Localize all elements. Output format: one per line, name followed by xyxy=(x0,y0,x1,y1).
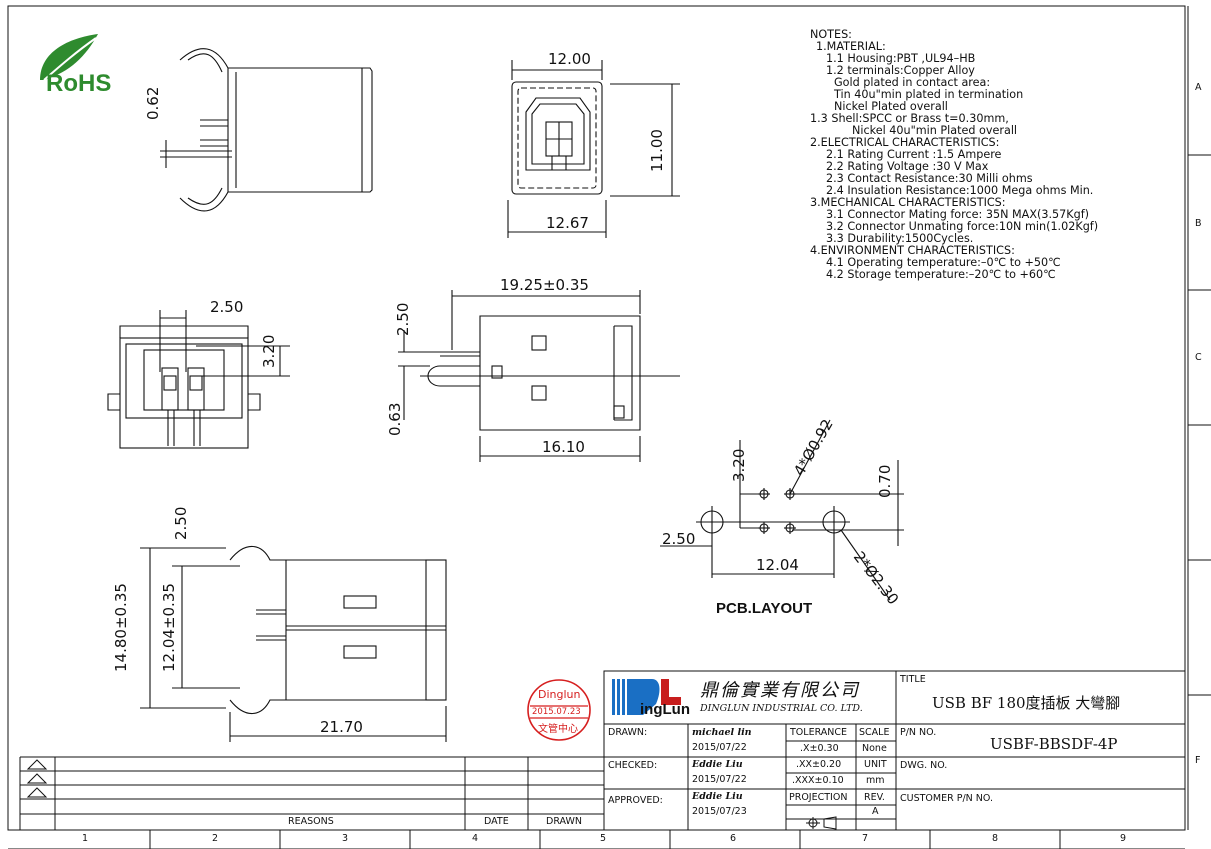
checked-name: Eddie Liu xyxy=(692,759,743,770)
grid-col-label: 2 xyxy=(212,833,219,844)
stamp-date: 2015.07.23 xyxy=(532,707,581,717)
stamp-name: Dinglun xyxy=(538,688,581,701)
note-line: 1.MATERIAL: xyxy=(816,40,886,53)
grid-col-label: 7 xyxy=(862,833,869,844)
approved-label: APPROVED: xyxy=(608,795,663,806)
dinglun-logo-icon xyxy=(612,679,681,715)
grid-col-label: 4 xyxy=(472,833,479,844)
note-line: 2.4 Insulation Resistance:1000 Mega ohms… xyxy=(826,184,1094,197)
note-line: 4.1 Operating temperature:–0℃ to +50℃ xyxy=(826,256,1061,269)
rev-drawn-header: DRAWN xyxy=(546,816,583,827)
note-line: 4.ENVIRONMENT CHARACTERISTICS: xyxy=(810,244,1015,257)
note-line: Gold plated in contact area: xyxy=(834,76,991,89)
dim-11-00: 11.00 xyxy=(648,129,666,172)
note-line: 4.2 Storage temperature:–20℃ to +60℃ xyxy=(826,268,1056,281)
drawn-label: DRAWN: xyxy=(608,727,648,738)
grid-row-label: F xyxy=(1195,755,1201,766)
approved-name: Eddie Liu xyxy=(692,791,743,802)
title-label: TITLE xyxy=(900,674,926,685)
dim-0-63: 0.63 xyxy=(386,402,404,436)
checked-label: CHECKED: xyxy=(608,760,658,771)
note-line: 3.MECHANICAL CHARACTERISTICS: xyxy=(810,196,1006,209)
dim-2-50-bottom: 2.50 xyxy=(172,506,190,540)
note-line: Nickel Plated overall xyxy=(834,100,948,113)
rev-value: A xyxy=(872,806,879,817)
tolerance-xx: .XX±0.20 xyxy=(796,759,842,770)
rev-label: REV. xyxy=(864,792,885,803)
dim-19-25: 19.25±0.35 xyxy=(500,276,589,294)
dim-2-50-side: 2.50 xyxy=(394,302,412,336)
pcb-layout-title: PCB.LAYOUT xyxy=(716,600,813,617)
rev-reasons-header: REASONS xyxy=(288,816,334,827)
stamp-dept: 文管中心 xyxy=(538,724,578,735)
dim-12-67: 12.67 xyxy=(546,214,589,232)
grid-col-label: 9 xyxy=(1120,833,1127,844)
drawn-date: 2015/07/22 xyxy=(692,742,747,753)
dim-0-62: 0.62 xyxy=(144,86,162,120)
checked-date: 2015/07/22 xyxy=(692,774,747,785)
note-line: 2.2 Rating Voltage :30 V Max xyxy=(826,160,989,173)
dim-2-50-front: 2.50 xyxy=(210,298,244,316)
note-line: 2.1 Rating Current :1.5 Ampere xyxy=(826,148,1002,161)
grid-col-label: 8 xyxy=(992,833,999,844)
note-line: 3.3 Durability:1500Cycles. xyxy=(826,232,974,245)
scale-value: None xyxy=(862,743,887,754)
customer-pn-label: CUSTOMER P/N NO. xyxy=(900,793,993,804)
projection-label: PROJECTION xyxy=(789,792,848,803)
approval-stamp xyxy=(527,679,591,741)
dim-21-70: 21.70 xyxy=(320,718,363,736)
note-line: 3.1 Connector Mating force: 35N MAX(3.57… xyxy=(826,208,1089,221)
rohs-logo: RoHS xyxy=(46,70,112,97)
dim-12-04-bottom: 12.04±0.35 xyxy=(160,583,178,672)
dim-14-80: 14.80±0.35 xyxy=(112,583,130,672)
scale-label: SCALE xyxy=(859,727,890,738)
dim-16-10: 16.10 xyxy=(542,438,585,456)
pcb-dim-0-70: 0.70 xyxy=(876,464,894,498)
title-value: USB BF 180度插板 大彎腳 xyxy=(932,694,1121,712)
grid-row-label: B xyxy=(1195,218,1202,229)
tolerance-x: .X±0.30 xyxy=(800,743,839,754)
approved-date: 2015/07/23 xyxy=(692,806,747,817)
grid-col-label: 1 xyxy=(82,833,89,844)
note-line: 3.2 Connector Unmating force:10N min(1.0… xyxy=(826,220,1099,233)
tolerance-label: TOLERANCE xyxy=(790,727,848,738)
tolerance-xxx: .XXX±0.10 xyxy=(792,775,844,786)
dim-3-20-front: 3.20 xyxy=(260,334,278,368)
note-line: 2.ELECTRICAL CHARACTERISTICS: xyxy=(810,136,1000,149)
dim-12-00: 12.00 xyxy=(548,50,591,68)
grid-col-label: 5 xyxy=(600,833,607,844)
rev-date-header: DATE xyxy=(484,816,509,827)
dwg-label: DWG. NO. xyxy=(900,760,948,771)
grid-col-label: 3 xyxy=(342,833,349,844)
note-line: Nickel 40u"min Plated overall xyxy=(852,124,1018,137)
note-line: 2.3 Contact Resistance:30 Milli ohms xyxy=(826,172,1033,185)
note-line: Tin 40u"min plated in termination xyxy=(834,88,1024,101)
company-logo-text: ingLun xyxy=(640,701,690,718)
grid-row-label: C xyxy=(1195,352,1202,363)
pcb-dim-12-04: 12.04 xyxy=(756,556,799,574)
notes-title: NOTES: xyxy=(810,28,852,41)
note-line: 1.3 Shell:SPCC or Brass t=0.30mm, xyxy=(810,112,1009,125)
pcb-dim-3-20: 3.20 xyxy=(730,448,748,482)
note-line: 1.1 Housing:PBT ,UL94–HB xyxy=(826,52,976,65)
company-name-en: DINGLUN INDUSTRIAL CO. LTD. xyxy=(700,703,863,714)
pn-label: P/N NO. xyxy=(900,727,937,738)
unit-value: mm xyxy=(866,775,885,786)
unit-label: UNIT xyxy=(864,759,887,770)
pcb-dim-2-50: 2.50 xyxy=(662,530,696,548)
note-line: 1.2 terminals:Copper Alloy xyxy=(826,64,975,77)
grid-col-label: 6 xyxy=(730,833,737,844)
pn-value: USBF-BBSDF-4P xyxy=(990,735,1118,753)
grid-row-label: A xyxy=(1195,82,1202,93)
company-name-cn: 鼎倫實業有限公司 xyxy=(700,680,860,701)
rohs-leaf-icon xyxy=(40,34,98,81)
drawn-name: michael lin xyxy=(692,727,752,738)
